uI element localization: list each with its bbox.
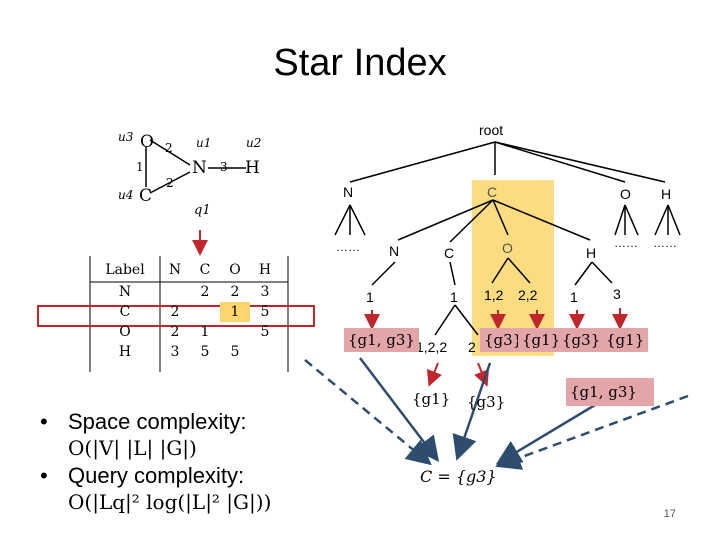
edge-label-4: 2 [166, 176, 174, 190]
tree-leaf-value: 1 [570, 289, 578, 305]
tree-leaf-value: 1,2,2 [416, 339, 448, 355]
set-plain: {g1} [412, 390, 451, 408]
slide-number: 17 [663, 508, 676, 520]
vertex-id-u4: u4 [118, 188, 134, 202]
tree-node-h: H [661, 186, 672, 202]
table-header-label: Label [105, 262, 145, 278]
query-graph-edges [145, 139, 246, 194]
tree-node-h2: H [586, 245, 597, 261]
tree-leaf-value: 1,2 [484, 287, 504, 303]
bullet-text: Query complexity: [68, 463, 245, 488]
result-set: C = {g3} [420, 467, 497, 486]
set-box: {g1} [602, 328, 649, 352]
table-header-o: O [229, 262, 241, 278]
tree-node-c: C [487, 184, 498, 200]
bullet-list: • Space complexity: O(|V| |L| |G|) • Que… [40, 408, 271, 516]
table-cell: 2 [230, 284, 240, 300]
table-cell: H [118, 344, 132, 360]
set-box: {g1, g3} [566, 378, 654, 406]
table-cell: 5 [260, 324, 270, 340]
tree-node-o: O [620, 186, 631, 202]
bullet-formula: O(|V| |L| |G|) [68, 436, 197, 460]
edge-label-1: 2 [165, 141, 173, 155]
table-cell: 5 [200, 344, 210, 360]
tree-leaf-value: 2,2 [518, 287, 538, 303]
slide-title: Star Index [273, 42, 447, 84]
table-cell [220, 322, 250, 342]
query-graph-name: q1 [194, 203, 211, 218]
table-cell: 2 [170, 304, 180, 320]
set-plain: {g3} [467, 393, 506, 411]
table-cell: C [119, 304, 131, 320]
tree-node-o2: O [502, 240, 513, 256]
table-header-n: N [168, 262, 182, 278]
table-cell: 2 [170, 324, 180, 340]
table-cell: 2 [200, 284, 210, 300]
bullet-item: • Query complexity: O(|Lq|² log(|L|² |G|… [40, 462, 271, 516]
bullet-dot: • [40, 463, 48, 488]
tree-ellipsis: …… [653, 236, 677, 250]
table-cell: 3 [260, 284, 270, 300]
set-box: {g3} [558, 328, 605, 352]
tree-ellipsis: …… [336, 240, 360, 254]
table-header-c: C [199, 262, 211, 278]
bullet-formula: O(|Lq|² log(|L|² |G|)) [68, 490, 272, 514]
table-cell [190, 302, 220, 322]
tree-node-n2: N [389, 243, 400, 259]
table-cell: 5 [260, 304, 270, 320]
vertex-id-u1: u1 [196, 136, 212, 150]
vertex-label-o: O [140, 132, 154, 152]
tree-leaf-value: 1 [450, 289, 458, 305]
tree-node-n: N [343, 184, 354, 200]
set-box: {g1, g3} [344, 328, 419, 352]
vertex-id-u3: u3 [118, 130, 134, 144]
bullet-dot: • [40, 409, 48, 434]
table-cell: 5 [230, 344, 240, 360]
tree-leaf-value: 2 [468, 339, 476, 355]
tree-ellipsis: …… [614, 236, 638, 250]
vertex-label-h: H [245, 158, 260, 178]
tree-node-c2: C [444, 245, 455, 261]
table-cell [250, 342, 280, 362]
tree-leaf-value: 3 [613, 286, 621, 302]
set-box: {g1} [518, 328, 565, 352]
table-cell: 1 [200, 324, 210, 340]
edge-label-2: 1 [136, 160, 144, 174]
vertex-label-n: N [192, 158, 207, 178]
table-cell: O [119, 324, 131, 340]
label-table: Label N C O H N 2 2 3 C 2 1 5 O 2 1 5 [90, 258, 280, 362]
vertex-id-u2: u2 [246, 136, 262, 150]
table-cell [160, 282, 190, 302]
row-highlight-box [37, 305, 315, 327]
table-cell-highlighted: 1 [220, 302, 250, 322]
edge-label-3: 3 [220, 160, 228, 174]
tree-leaf-value: 1 [366, 289, 374, 305]
bullet-item: • Space complexity: O(|V| |L| |G|) [40, 408, 271, 462]
tree-root: root [479, 122, 504, 138]
table-cell: N [118, 284, 132, 300]
table-cell: 3 [170, 344, 180, 360]
vertex-label-c: C [139, 186, 153, 206]
table-header-h: H [258, 262, 272, 278]
bullet-text: Space complexity: [68, 409, 247, 434]
